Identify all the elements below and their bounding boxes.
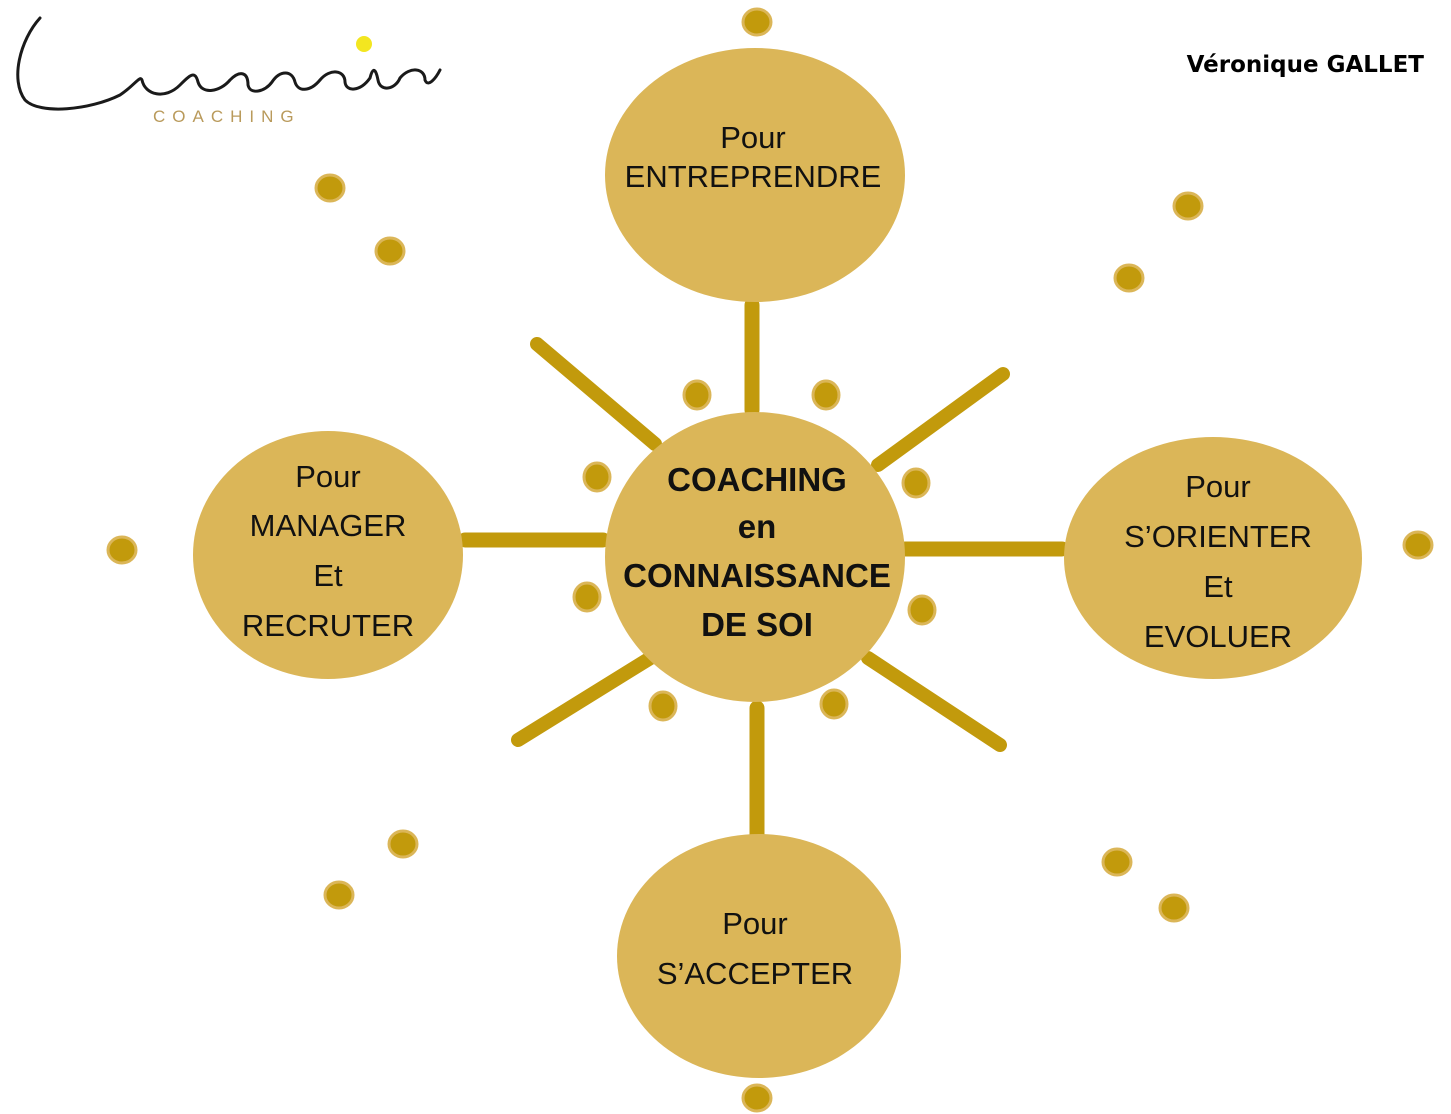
dot [1158, 893, 1190, 923]
dot [741, 1083, 773, 1113]
node-right-label: Pour S’ORIENTER Et EVOLUER [1124, 469, 1312, 654]
center-line: CONNAISSANCE [623, 557, 891, 594]
node-right-circle [1064, 437, 1362, 679]
dot [648, 690, 678, 722]
ray-upper-left [530, 337, 662, 451]
lumania-logo: COACHING [16, 16, 442, 126]
node-top-label: Pour ENTREPRENDRE [625, 120, 882, 194]
node-left-circle [193, 431, 463, 679]
logo-script-stroke [16, 16, 442, 111]
node-right-line: S’ORIENTER [1124, 519, 1312, 554]
dot [387, 829, 419, 859]
dot [682, 379, 712, 411]
dot [741, 7, 773, 37]
dot [314, 173, 346, 203]
nodes [193, 48, 1362, 1078]
dot [1101, 847, 1133, 877]
dot [572, 581, 602, 613]
ray-lower-left [511, 650, 659, 747]
node-left-line: Et [313, 558, 343, 593]
dot [106, 535, 138, 565]
node-left-line: RECRUTER [242, 608, 414, 643]
node-bottom-label: Pour S’ACCEPTER [657, 906, 853, 991]
node-left-line: MANAGER [250, 508, 407, 543]
ray-upper-right [871, 367, 1010, 472]
node-right-line: Pour [1185, 469, 1250, 504]
author-name: Véronique GALLET [1187, 52, 1425, 78]
dot [1402, 530, 1434, 560]
node-top-line: ENTREPRENDRE [625, 159, 882, 194]
dot [1172, 191, 1204, 221]
node-left-label: Pour MANAGER Et RECRUTER [242, 459, 414, 643]
dot [901, 467, 931, 499]
node-bottom-line: Pour [722, 906, 787, 941]
center-line: DE SOI [701, 606, 813, 643]
dot [323, 880, 355, 910]
dot [907, 594, 937, 626]
node-bottom-circle [617, 834, 901, 1078]
center-line: COACHING [667, 461, 847, 498]
center-label: COACHING en CONNAISSANCE DE SOI [623, 461, 891, 643]
dot [374, 236, 406, 266]
decorative-dots [106, 7, 1434, 1113]
node-top-circle [605, 48, 905, 302]
node-right-line: Et [1203, 569, 1233, 604]
dot [811, 379, 841, 411]
node-right-line: EVOLUER [1144, 619, 1292, 654]
center-line: en [738, 508, 777, 545]
dot [1113, 263, 1145, 293]
node-bottom-line: S’ACCEPTER [657, 956, 853, 991]
logo-dot [356, 36, 372, 52]
logo-sub-text: COACHING [153, 107, 301, 126]
ray-lower-right [861, 651, 1007, 752]
node-left-line: Pour [295, 459, 360, 494]
center-circle [605, 412, 905, 702]
node-top-line: Pour [720, 120, 785, 155]
dot [582, 461, 612, 493]
dot [819, 688, 849, 720]
rays [457, 297, 1070, 853]
